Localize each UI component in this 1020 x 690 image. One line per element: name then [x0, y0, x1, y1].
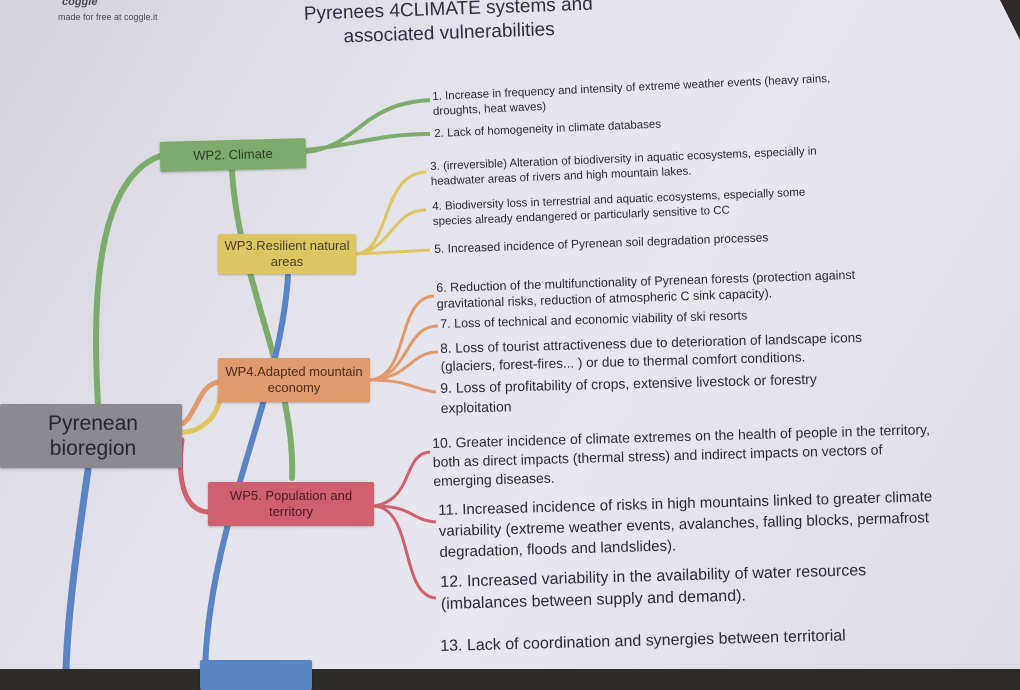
- branch-wp4-item9: [369, 378, 437, 394]
- branch-root-wp6: [62, 466, 92, 669]
- item-text: Increased incidence of risks in high mou…: [438, 488, 933, 561]
- item-number: 1.: [432, 90, 443, 103]
- paper-sheet: [0, 0, 1020, 669]
- vulnerability-item-2: 2. Lack of homogeneity in climate databa…: [434, 117, 661, 141]
- branch-wp5-item10: [373, 450, 431, 508]
- item-text: (irreversible) Alteration of biodiversit…: [430, 145, 817, 188]
- item-text: Lack of coordination and synergies betwe…: [466, 627, 846, 655]
- branch-wp3-item3: [355, 170, 427, 256]
- vulnerability-item-10: 10. Greater incidence of climate extreme…: [432, 420, 931, 491]
- item-text: Lack of homogeneity in climate databases: [446, 118, 662, 140]
- branch-wp2-item2: [305, 132, 431, 152]
- item-number: 12.: [440, 573, 463, 591]
- branch-wp5-item12: [373, 504, 437, 600]
- wp4-adapted-mountain-economy-node[interactable]: WP4.Adapted mountain economy: [218, 358, 370, 402]
- branch-wp3-item5: [355, 248, 431, 256]
- branch-wp2-down: [229, 167, 296, 481]
- coggle-logo: coggle: [62, 0, 98, 8]
- item-text: Increased variability in the availabilit…: [440, 562, 867, 613]
- vulnerability-item-9: 9. Loss of profitability of crops, exten…: [440, 369, 817, 418]
- item-number: 2.: [434, 127, 445, 140]
- wp5-population-territory-node[interactable]: WP5. Population and territory: [208, 482, 374, 526]
- mindmap-branches: [62, 98, 439, 669]
- item-number: 9.: [440, 379, 453, 396]
- vulnerability-item-12: 12. Increased variability in the availab…: [440, 560, 867, 616]
- item-text: Increase in frequency and intensity of e…: [432, 72, 831, 118]
- coggle-tagline: made for free at coggle.it: [58, 12, 158, 22]
- vulnerability-item-6: 6. Reduction of the multifunctionality o…: [436, 267, 856, 312]
- item-text: Loss of profitability of crops, extensiv…: [440, 370, 817, 416]
- item-number: 5.: [434, 241, 445, 256]
- branch-root-wp4: [179, 379, 221, 427]
- vulnerability-item-5: 5. Increased incidence of Pyrenean soil …: [434, 230, 769, 257]
- wp3-resilient-natural-areas-node[interactable]: WP3.Resilient natural areas: [218, 234, 356, 274]
- item-text: Greater incidence of climate extremes on…: [432, 421, 931, 489]
- vulnerability-item-1: 1. Increase in frequency and intensity o…: [432, 72, 831, 120]
- item-text: Loss of technical and economic viability…: [453, 308, 748, 331]
- branch-blue-long: [202, 273, 291, 669]
- branch-wp4-item7: [369, 324, 439, 382]
- item-number: 10.: [432, 434, 452, 451]
- vulnerability-item-11: 11. Increased incidence of risks in high…: [438, 486, 934, 563]
- item-number: 4.: [432, 200, 443, 213]
- branch-wp4-item8: [369, 350, 439, 382]
- item-number: 13.: [440, 637, 463, 655]
- item-number: 7.: [440, 316, 451, 331]
- item-number: 6.: [436, 280, 447, 295]
- item-number: 3.: [430, 160, 441, 173]
- vulnerability-item-7: 7. Loss of technical and economic viabil…: [440, 307, 747, 332]
- branch-wp3-item4: [355, 208, 427, 256]
- item-number: 8.: [440, 340, 452, 356]
- item-text: Loss of tourist attractiveness due to de…: [440, 329, 863, 374]
- vulnerability-item-3: 3. (irreversible) Alteration of biodiver…: [430, 144, 818, 189]
- vulnerability-list: 1. Increase in frequency and intensity o…: [430, 72, 934, 658]
- vulnerability-item-4: 4. Biodiversity loss in terrestrial and …: [432, 186, 806, 230]
- branch-root-wp2: [93, 153, 163, 407]
- item-number: 11.: [438, 501, 459, 519]
- root-node-pyrenean-bioregion[interactable]: Pyrenean bioregion: [0, 404, 182, 468]
- item-text: Increased incidence of Pyrenean soil deg…: [447, 230, 769, 256]
- item-text: Reduction of the multifunctionality of P…: [436, 267, 856, 311]
- branch-wp5-item11: [373, 504, 437, 524]
- vulnerability-item-13: 13. Lack of coordination and synergies b…: [440, 625, 846, 658]
- item-text: Biodiversity loss in terrestrial and aqu…: [432, 186, 806, 228]
